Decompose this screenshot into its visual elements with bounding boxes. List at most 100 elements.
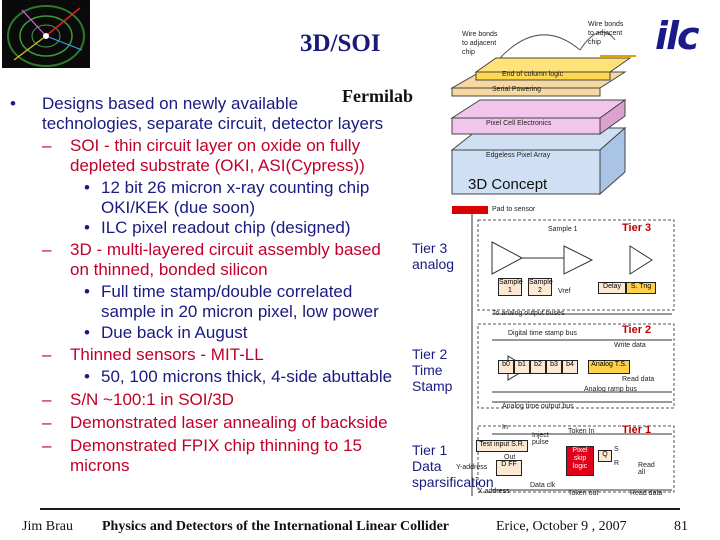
wire-bonds-right-label: Wire bonds to adjacent chip (588, 20, 623, 47)
test-input-sr-box: Test input S.R. (476, 440, 528, 452)
latch-r-label: R (614, 460, 620, 467)
s-trig-box: S. Trig (626, 282, 656, 294)
layer-label-pixel-cell-electronics: Pixel Cell Electronics (486, 120, 552, 127)
bit-b0: b0 (498, 360, 514, 374)
wire-bonds-left-line: to adjacent (462, 40, 497, 47)
bullet-text: Full time stamp/double correlated (101, 282, 353, 301)
tier2-side-label-line: Time (412, 362, 443, 378)
event-display-thumbnail (2, 0, 90, 68)
read-data-label: Read data (622, 376, 655, 383)
bullet-text: microns (70, 456, 130, 475)
tier3-tag: Tier 3 (622, 222, 652, 234)
d-ff-box: D FF (496, 460, 522, 476)
3d-concept-diagram: Wire bonds to adjacent chip Wire bonds t… (440, 10, 655, 195)
bullet-text: 3D - multi-layered circuit assembly base… (70, 240, 381, 259)
wire-bonds-right-line: Wire bonds (588, 21, 624, 28)
read-all-label: Read all (638, 462, 655, 476)
bullet-text: Demonstrated laser annealing of backside (70, 413, 388, 432)
tier2-side-label-line: Tier 2 (412, 346, 448, 362)
tier1-side-label-line: Tier 1 (412, 442, 448, 458)
latch-q-box: Q (598, 450, 612, 462)
bullet-text: 50, 100 microns thick, 4-side abuttable (101, 367, 393, 386)
read-data-out-label: Read data (630, 490, 663, 497)
bullet-text: sample in 20 micron pixel, low power (101, 302, 379, 321)
bullet-marker: • (84, 367, 90, 386)
bullet-marker: • (84, 282, 90, 301)
wire-bonds-left-label: Wire bonds to adjacent chip (462, 30, 497, 57)
data-clk-label: Data clk (530, 482, 556, 489)
tier-circuit-diagram: Pad to sensor Tier 3 Sample 1 Sample 1 S… (452, 206, 680, 498)
bit-b3: b3 (546, 360, 562, 374)
tier2-side-label: Tier 2 Time Stamp (412, 346, 452, 394)
tier3-side-label-line: Tier 3 (412, 240, 448, 256)
bullet-marker: • (84, 178, 90, 197)
bit-b1: b1 (514, 360, 530, 374)
bullet-text: depleted substrate (OKI, ASI(Cypress)) (70, 156, 365, 175)
sample1-label: Sample 1 (548, 226, 578, 233)
ilc-logo: ilc (655, 14, 715, 64)
event-display-graphic (7, 5, 85, 67)
bullet-text: technologies, separate circuit, detector… (42, 114, 384, 133)
bullet-marker: – (42, 390, 52, 409)
bullet-text: Thinned sensors - MIT-LL (70, 345, 264, 364)
bullet-text: S/N ~100:1 in SOI/3D (70, 390, 234, 409)
footer-author: Jim Brau (22, 519, 73, 534)
footer-course: Physics and Detectors of the Internation… (102, 519, 449, 534)
bullet-text: ILC pixel readout chip (designed) (101, 218, 351, 237)
bullet-text: OKI/KEK (due soon) (101, 198, 256, 217)
tier3-side-label: Tier 3 analog (412, 240, 454, 272)
bullet-marker: – (42, 436, 52, 455)
out-label: Out (504, 454, 516, 461)
y-address-label: Y-address (456, 464, 488, 471)
vref-label: Vref (558, 288, 571, 295)
latch-s-label: S (614, 446, 619, 453)
wire-bonds-left-line: chip (462, 49, 475, 56)
bullet-marker: • (84, 323, 90, 342)
bullet-marker: – (42, 345, 52, 364)
bullet-marker: – (42, 136, 52, 155)
bullet-text: Designs based on newly available (42, 94, 299, 113)
delay-box: Delay (598, 282, 626, 294)
analog-ramp-bus-label: Analog ramp bus (584, 386, 637, 393)
bit-b4: b4 (562, 360, 578, 374)
tier3-side-label-line: analog (412, 256, 455, 272)
footer-divider (40, 508, 680, 510)
bullet-text: Due back in August (101, 323, 248, 342)
pixel-skip-logic-box: Pixel skip logic (566, 446, 594, 476)
x-address-label: X address (478, 488, 510, 495)
circuit-graphic (452, 206, 675, 496)
slide-title: 3D/SOI (300, 30, 381, 57)
inject-pulse-label: Inject pulse (532, 432, 549, 446)
token-out-label: Token out (568, 490, 599, 497)
wire-bonds-left-line: Wire bonds (462, 31, 498, 38)
layer-label-end-of-column: End of column logic (502, 71, 564, 78)
concept-layers-graphic (450, 31, 636, 195)
layer-label-serial-powering: Serial Powering (492, 86, 542, 93)
ilc-logo-text: ilc (655, 14, 700, 58)
wire-bonds-right-line: chip (588, 39, 601, 46)
footer-page-number: 81 (674, 519, 688, 534)
tier1-tag: Tier 1 (622, 424, 652, 436)
tier1-side-label-line: sparsification (412, 474, 494, 490)
in-label: In (502, 424, 508, 431)
bullet-marker: • (84, 218, 90, 237)
analog-time-output-bus-label: Analog time output bus (502, 403, 574, 410)
bullet-text: Demonstrated FPIX chip thinning to 15 (70, 436, 362, 455)
footer-venue: Erice, October 9 , 2007 (496, 519, 627, 534)
bullet-marker: – (42, 240, 52, 259)
sample1-box: Sample 1 (498, 278, 523, 296)
wire-bonds-right-line: to adjacent (588, 30, 623, 37)
layer-label-edgeless-pixel-array: Edgeless Pixel Array (486, 152, 551, 159)
sample2-box: Sample 2 (528, 278, 553, 296)
bit-b2: b2 (530, 360, 546, 374)
tier2-tag: Tier 2 (622, 324, 652, 336)
write-data-label: Write data (614, 342, 646, 349)
bullet-marker: • (10, 94, 16, 113)
pad-to-sensor-label: Pad to sensor (492, 206, 536, 213)
bullet-text: SOI - thin circuit layer on oxide on ful… (70, 136, 361, 155)
tier2-side-label-line: Stamp (412, 378, 453, 394)
analog-output-buses-label: To analog output buses (492, 310, 565, 317)
bullet-marker: – (42, 413, 52, 432)
slide-subtitle: Fermilab (342, 86, 413, 106)
tier1-side-label-line: Data (412, 458, 442, 474)
